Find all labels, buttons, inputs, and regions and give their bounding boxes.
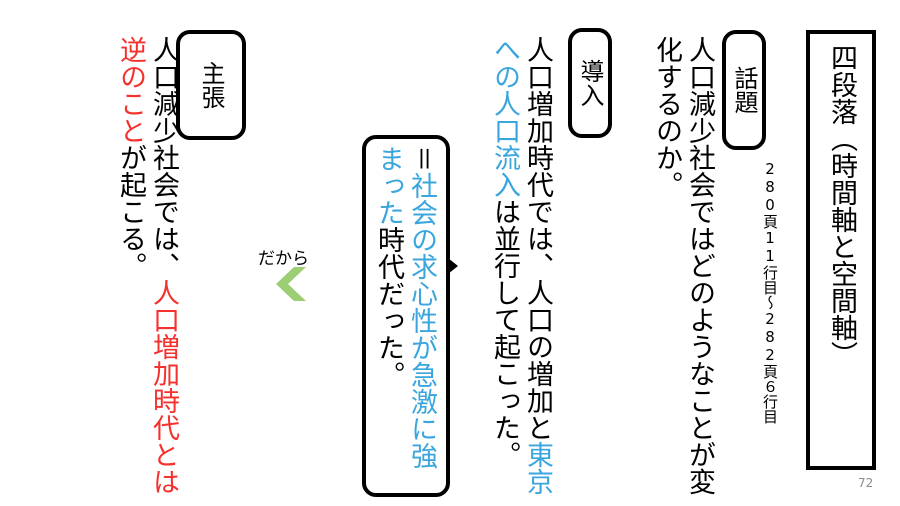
claim-line-1: 人口減少社会では、 xyxy=(148,36,179,279)
page-reference: 280頁11行目〜282頁６行目 xyxy=(761,160,779,424)
intro-highlight-tokyo: 東京 xyxy=(522,441,553,495)
topic-line-1: 人口減少社会ではどのようなことが変 xyxy=(684,36,715,495)
topic-tag: 話題 xyxy=(722,30,766,150)
chevron-shape xyxy=(276,267,306,301)
equation-line-2: 時代だった。 xyxy=(373,226,404,388)
topic-text: 人口減少社会ではどのようなことが変 化するのか。 xyxy=(650,36,716,495)
title-box: 四段落（時間軸と空間軸） xyxy=(806,30,876,470)
intro-line-2: は並行して起こった。 xyxy=(489,198,520,468)
intro-tag-label: 導入 xyxy=(576,59,604,107)
claim-highlight-opposite: 逆のこと xyxy=(115,36,146,144)
connector-label: だから xyxy=(258,249,309,269)
intro-text: 人口増加時代では、人口の増加と東京 への人口流入は並行して起こった。 xyxy=(488,36,554,495)
topic-tag-label: 話題 xyxy=(730,66,758,114)
topic-line-2: 化するのか。 xyxy=(651,36,682,198)
claim-line-2: が起こる。 xyxy=(115,144,146,279)
equation-highlight-1: 社会の求心性が急激に強 xyxy=(406,172,437,469)
intro-line-1: 人口増加時代では、人口の増加と xyxy=(522,36,553,441)
equation-highlight-2: まった xyxy=(373,145,404,226)
equation-prefix: ＝ xyxy=(406,145,437,172)
intro-highlight-inflow: への人口流入 xyxy=(489,36,520,198)
claim-tag-label: 主張 xyxy=(197,61,225,109)
equation-text: ＝社会の求心性が急激に強 まった時代だった。 xyxy=(372,145,438,469)
equation-pointer-icon xyxy=(448,258,458,274)
chevron-left-icon xyxy=(276,267,306,301)
slide-title: 四段落（時間軸と空間軸） xyxy=(826,44,857,368)
page-number: 72 xyxy=(858,476,874,490)
claim-tag: 主張 xyxy=(176,30,246,140)
claim-highlight-era: 人口増加時代とは xyxy=(148,279,179,495)
intro-tag: 導入 xyxy=(568,28,612,138)
claim-text: 人口減少社会では、人口増加時代とは 逆のことが起こる。 xyxy=(114,36,180,495)
equation-box xyxy=(362,135,450,497)
